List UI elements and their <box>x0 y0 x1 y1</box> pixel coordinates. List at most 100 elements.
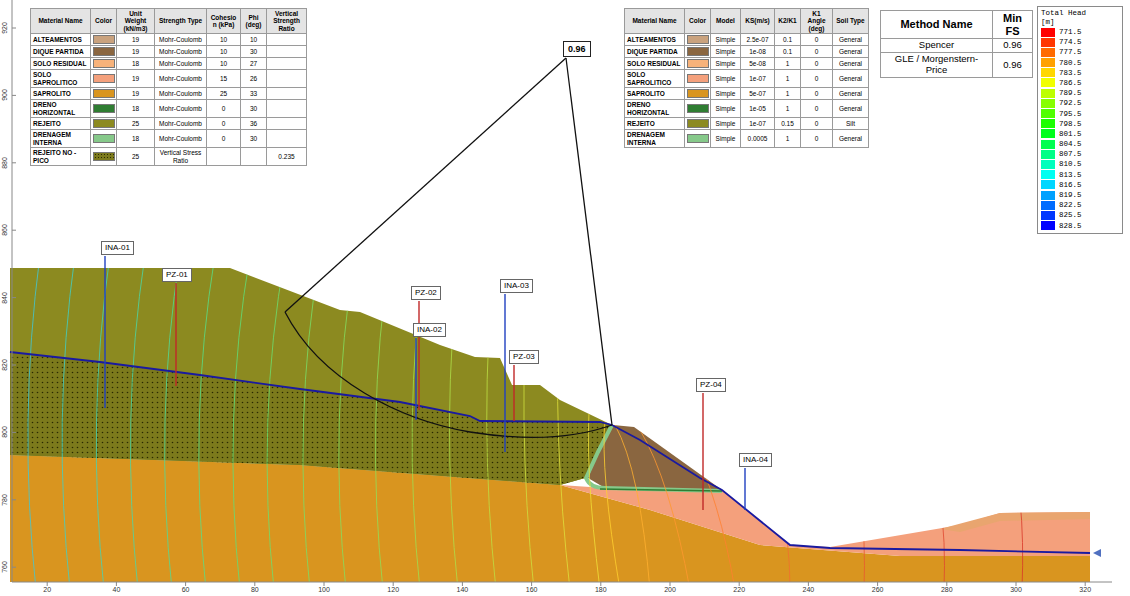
axis-tick-label: 320 <box>1079 586 1091 593</box>
column-header: Material Name <box>38 17 82 24</box>
total-head-legend: Total Head[m]771.5774.5777.5780.5783.578… <box>1037 6 1123 234</box>
table-cell <box>685 100 711 118</box>
column-header: Method Name <box>900 18 972 30</box>
table-cell: 26 <box>241 70 267 88</box>
table-cell <box>91 130 117 148</box>
table-cell-text: Mohr-Coulomb <box>159 75 202 82</box>
contour <box>615 425 650 590</box>
table-cell: Cohesion (kPa) <box>207 9 241 34</box>
legend-row: 789.5 <box>1041 88 1119 98</box>
contour <box>860 500 865 590</box>
legend-value: 783.5 <box>1059 69 1082 77</box>
table-cell: DIQUE PARTIDA <box>31 46 91 58</box>
legend-value: 822.5 <box>1059 201 1082 209</box>
contour <box>28 255 40 590</box>
table-cell: 0.235 <box>267 148 307 166</box>
table-cell: Spencer <box>881 39 993 53</box>
x-axis-label-holder: 240 <box>803 586 815 594</box>
x-axis-label-holder: 220 <box>733 586 745 594</box>
table-cell-text: 0 <box>222 105 226 112</box>
table-cell: General <box>833 88 869 100</box>
table-cell-text: General <box>839 36 862 43</box>
contour <box>130 255 145 590</box>
table-cell: 0 <box>801 58 833 70</box>
table-cell-text: 10 <box>220 36 227 43</box>
table-cell: SOLO SAPROLITICO <box>625 70 685 88</box>
color-swatch <box>93 35 115 44</box>
table-cell <box>267 70 307 88</box>
tailings-peak-dots <box>10 352 612 485</box>
legend-value: 792.5 <box>1059 99 1082 107</box>
table-cell-text: 5e-08 <box>749 60 766 67</box>
y-axis-label-holder: 880 <box>1 157 9 169</box>
table-cell-text: 0 <box>815 60 819 67</box>
table-cell: 0 <box>801 118 833 130</box>
table-cell: 19 <box>117 70 155 88</box>
table-cell-text: General <box>839 135 862 142</box>
table-cell-text: 1 <box>786 135 790 142</box>
table-cell-text: 0.96 <box>1003 59 1022 70</box>
axis-tick-label: 880 <box>1 157 8 169</box>
legend-unit: [m] <box>1041 18 1119 27</box>
axis-tick-label: 860 <box>1 224 8 236</box>
table-cell <box>241 148 267 166</box>
material-name: DRENO HORIZONTAL <box>33 101 75 115</box>
table-cell: 0 <box>801 88 833 100</box>
table-cell <box>267 34 307 46</box>
inclinometer <box>104 256 105 408</box>
table-cell: DRENO HORIZONTAL <box>625 100 685 118</box>
legend-row: 795.5 <box>1041 109 1119 119</box>
table-cell <box>91 34 117 46</box>
color-swatch <box>1041 160 1055 169</box>
legend-value: 807.5 <box>1059 150 1082 158</box>
y-axis <box>12 0 13 582</box>
table-cell: Mohr-Coulomb <box>155 46 207 58</box>
table-cell: REJEITO NO - PICO <box>31 148 91 166</box>
table-cell: ALTEAMENTOS <box>31 34 91 46</box>
table-cell: Mohr-Coulomb <box>155 130 207 148</box>
table-cell: General <box>833 46 869 58</box>
y-axis-label-holder: 760 <box>1 561 9 573</box>
column-header: Cohesion (kPa) <box>211 14 237 28</box>
table-cell-text: 10 <box>250 36 257 43</box>
table-cell: 1 <box>775 58 801 70</box>
radius-line <box>285 58 566 312</box>
legend-value: 813.5 <box>1059 171 1082 179</box>
table-cell: Unit Weight (kN/m3) <box>117 9 155 34</box>
table-cell-text: Simple <box>716 48 736 55</box>
x-axis-label-holder: 300 <box>1010 586 1022 594</box>
contour <box>375 255 390 590</box>
color-swatch <box>1041 28 1055 37</box>
legend-title: Total Head <box>1041 9 1119 18</box>
node-text: 0.96 <box>568 44 586 54</box>
material-name: DIQUE PARTIDA <box>627 48 678 55</box>
table-cell: 25 <box>117 118 155 130</box>
table-cell: General <box>833 130 869 148</box>
color-swatch <box>93 134 115 143</box>
table-cell: DRENO HORIZONTAL <box>31 100 91 118</box>
material-name: ALTEAMENTOS <box>627 36 676 43</box>
table-cell: Vertical Strength Ratio <box>267 9 307 34</box>
table-row: DRENAGEM INTERNASimple0.000510General <box>625 130 869 148</box>
table-cell <box>685 34 711 46</box>
legend-row: 780.5 <box>1041 58 1119 68</box>
column-header: K1 Angle (deg) <box>807 10 825 32</box>
table-row: SOLO SAPROLITICO19Mohr-Coulomb1526 <box>31 70 307 88</box>
legend-row: 777.5 <box>1041 47 1119 57</box>
table-cell: 18 <box>117 130 155 148</box>
table-cell: K2/K1 <box>775 9 801 34</box>
table-cell: Vertical Stress Ratio <box>155 148 207 166</box>
instrument-label: INA-02 <box>413 323 446 337</box>
column-header: Unit Weight (kN/m3) <box>124 10 148 32</box>
table-cell: Color <box>685 9 711 34</box>
piezometer <box>702 393 703 510</box>
table-row: REJEITOSimple1e-070.150Silt <box>625 118 869 130</box>
table-cell: 25 <box>117 148 155 166</box>
inclinometer <box>744 468 745 510</box>
table-cell-text: Mohr-Coulomb <box>159 36 202 43</box>
material-name: REJEITO NO - PICO <box>33 149 76 163</box>
legend-row: 774.5 <box>1041 37 1119 47</box>
table-cell: Soil Type <box>833 9 869 34</box>
contour <box>940 500 945 590</box>
table-row: DRENAGEM INTERNA18Mohr-Coulomb030 <box>31 130 307 148</box>
